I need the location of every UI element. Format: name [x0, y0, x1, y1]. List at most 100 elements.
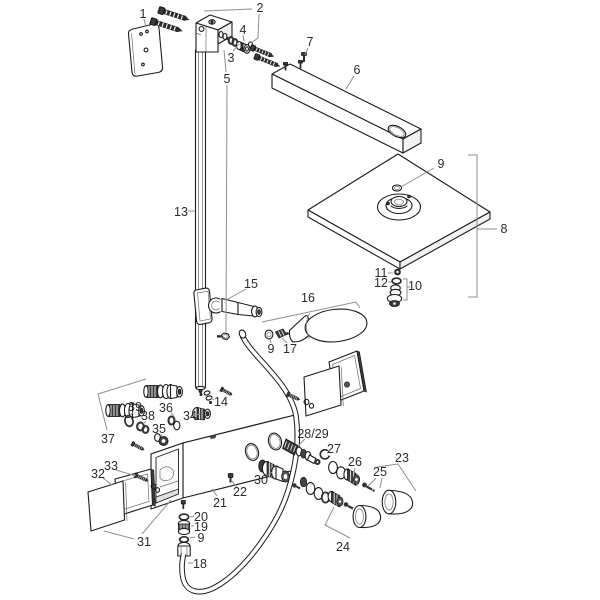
part-label-8: 8 — [501, 222, 508, 236]
leader-line-2 — [250, 13, 260, 44]
nut-35 — [154, 433, 169, 446]
leader-line-39 — [129, 411, 134, 417]
leader-line-2 — [203, 8, 253, 12]
part-label-10: 10 — [408, 279, 422, 293]
part-label-39: 39 — [128, 400, 142, 414]
leader-line-17 — [281, 337, 288, 344]
part-label-34: 34 — [183, 409, 197, 423]
leader-line-30 — [265, 471, 273, 478]
leader-line-5 — [223, 49, 227, 73]
handshower — [264, 308, 368, 343]
leader-line-23 — [376, 463, 417, 492]
part-label-6: 6 — [354, 63, 361, 77]
part-label-19: 19 — [194, 520, 208, 534]
part-label-14: 14 — [214, 395, 228, 409]
part-label-7: 7 — [307, 35, 314, 49]
part-label-1: 1 — [140, 7, 147, 21]
handshower-head — [304, 308, 368, 343]
part-label-25: 25 — [373, 465, 387, 479]
part-label-26: 26 — [348, 455, 362, 469]
thermostat-cartridge-28-29 — [282, 438, 321, 466]
hose-outlet-stack — [177, 513, 191, 557]
part-label-2: 2 — [257, 1, 264, 15]
overhead-shower — [307, 153, 491, 307]
leader-line-9 — [269, 338, 272, 344]
cover-plate-plain — [87, 480, 126, 532]
fitting-34 — [192, 406, 211, 421]
leader-line-31 — [141, 499, 172, 535]
shower-bar — [194, 49, 207, 396]
hose-nipple-10 — [386, 284, 403, 307]
leader-line-25 — [367, 477, 377, 487]
cartridge-assemblies — [258, 438, 414, 529]
leader-line-14 — [210, 397, 215, 401]
part-label-5: 5 — [224, 72, 231, 86]
part-label-9: 9 — [198, 531, 205, 545]
hose-nut — [177, 541, 191, 557]
top-elbow-bracket — [195, 14, 254, 54]
thermostat-valve-body — [150, 414, 296, 510]
part-label-17: 17 — [283, 342, 297, 356]
part-label-9: 9 — [438, 157, 445, 171]
adapter-lower — [327, 490, 344, 508]
leader-line-21 — [211, 488, 218, 497]
seal-set-36 — [167, 415, 181, 431]
part-label-33: 33 — [104, 459, 118, 473]
cover-plates-left — [87, 468, 161, 532]
leader-line-28-29 — [297, 438, 306, 447]
leader-line-37 — [97, 378, 147, 431]
leader-line-38 — [142, 420, 147, 425]
part-label-24: 24 — [336, 540, 350, 554]
adapter-26 — [343, 468, 361, 487]
seal-washer-9 — [391, 184, 403, 192]
leader-line-9 — [400, 167, 435, 188]
leader-lines — [97, 8, 497, 564]
leader-line-24 — [324, 506, 351, 539]
hose-connector-19 — [177, 519, 191, 536]
hose-fitting-upper — [143, 383, 183, 400]
hose-connection-fittings — [105, 383, 234, 453]
part-label-38: 38 — [141, 409, 155, 423]
o-ring-39 — [124, 414, 134, 428]
leader-line-33 — [115, 469, 137, 477]
part-label-3: 3 — [228, 51, 235, 65]
leader-line-10 — [403, 278, 408, 301]
part-label-30: 30 — [254, 473, 268, 487]
leader-line-25 — [379, 477, 383, 489]
leader-line-22 — [231, 480, 238, 488]
leader-line-15 — [227, 288, 247, 300]
part-label-22: 22 — [233, 485, 247, 499]
o-ring-12 — [391, 277, 402, 285]
leader-line-27 — [326, 451, 331, 454]
part-label-36: 36 — [159, 401, 173, 415]
part-label-32: 32 — [91, 467, 105, 481]
leader-line-8 — [468, 154, 478, 298]
screw-22 — [227, 473, 234, 483]
part-label-35: 35 — [152, 422, 166, 436]
leader-line-26 — [353, 467, 356, 475]
part-label-21: 21 — [213, 496, 227, 510]
leader-line-1 — [143, 18, 147, 28]
grub-screw-25b — [343, 502, 354, 510]
leader-line-20 — [189, 515, 195, 518]
grub-screw-25a — [362, 482, 375, 492]
part-label-18: 18 — [193, 557, 207, 571]
part-label-28-29: 28/29 — [297, 427, 328, 441]
washer-9 — [264, 329, 274, 340]
leader-line-34 — [195, 413, 201, 416]
handle-knob-24 — [352, 504, 382, 529]
part-label-27: 27 — [327, 442, 341, 456]
part-label-4: 4 — [240, 23, 247, 37]
o-ring-20 — [178, 513, 190, 521]
leader-line-9 — [189, 536, 196, 539]
leader-line-3 — [232, 43, 240, 52]
washers-14 — [203, 390, 213, 404]
leader-line-4 — [242, 34, 245, 42]
o-ring-9 — [178, 535, 190, 544]
leader-line-7 — [304, 47, 309, 56]
part-label-37: 37 — [101, 432, 115, 446]
shower-arm — [271, 60, 422, 154]
